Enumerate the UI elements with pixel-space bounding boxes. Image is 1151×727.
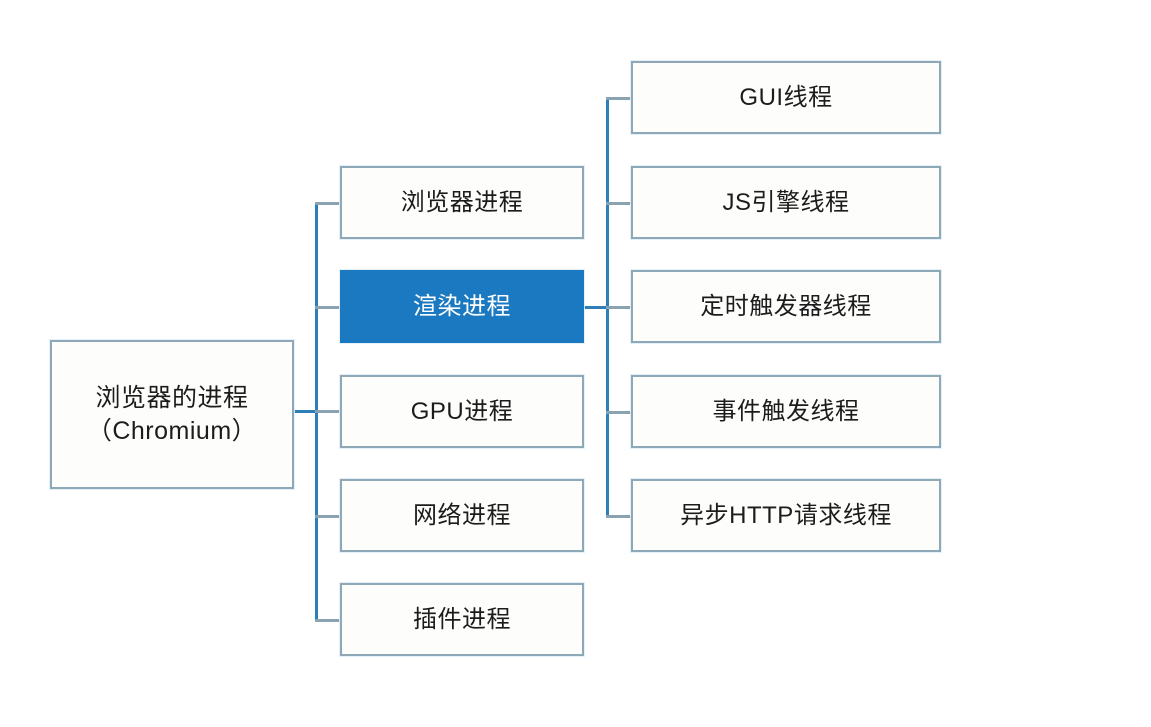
connector-process-branch-3 [315,410,341,413]
node-process-plugin-label: 插件进程 [413,605,511,633]
node-root-line-2: （Chromium） [86,416,258,445]
node-thread-async-http-label: 异步HTTP请求线程 [680,501,892,529]
node-thread-gui[interactable]: GUI线程 [631,61,941,134]
connector-thread-branch-5 [606,515,632,518]
node-process-browser[interactable]: 浏览器进程 [340,166,584,239]
connector-process-branch-2 [315,306,341,309]
node-process-plugin[interactable]: 插件进程 [340,583,584,656]
node-root-browser-process[interactable]: 浏览器的进程 （Chromium） [50,340,294,489]
connector-process-branch-4 [315,515,341,518]
node-process-network[interactable]: 网络进程 [340,479,584,552]
node-thread-timer[interactable]: 定时触发器线程 [631,270,941,343]
connector-process-branch-5 [315,619,341,622]
connector-process-branch-1 [315,202,341,205]
node-process-network-label: 网络进程 [413,501,511,529]
connector-thread-branch-4 [606,411,632,414]
node-process-renderer-label: 渲染进程 [413,292,511,320]
connector-root-stub [294,410,318,413]
node-process-gpu-label: GPU进程 [410,397,514,425]
node-root-line-1: 浏览器的进程 [95,383,249,412]
node-thread-event-label: 事件触发线程 [712,397,860,425]
node-process-renderer[interactable]: 渲染进程 [340,270,584,343]
node-thread-async-http[interactable]: 异步HTTP请求线程 [631,479,941,552]
node-thread-timer-label: 定时触发器线程 [700,292,872,320]
node-thread-event[interactable]: 事件触发线程 [631,375,941,448]
node-thread-js-engine-label: JS引擎线程 [722,188,850,216]
connector-thread-branch-3 [606,306,632,309]
connector-render-stub [584,306,608,309]
node-thread-js-engine[interactable]: JS引擎线程 [631,166,941,239]
connector-thread-branch-2 [606,202,632,205]
connector-thread-branch-1 [606,97,632,100]
node-thread-gui-label: GUI线程 [739,83,833,111]
node-process-browser-label: 浏览器进程 [400,188,524,216]
node-process-gpu[interactable]: GPU进程 [340,375,584,448]
